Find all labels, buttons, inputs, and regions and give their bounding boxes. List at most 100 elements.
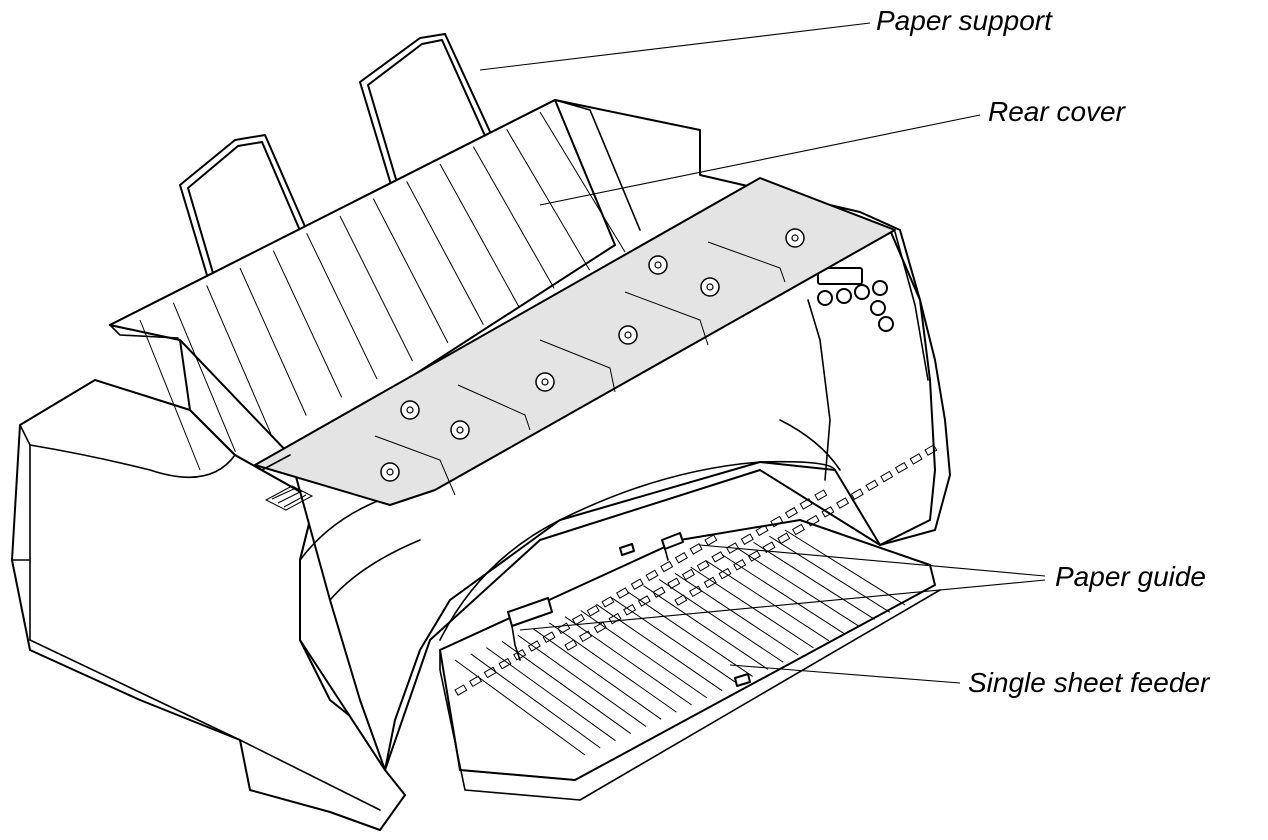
feeder-scale-mark: [660, 560, 674, 573]
feeder-rib: [454, 659, 586, 756]
feeder-scale-mark: [571, 613, 585, 626]
rear-cover-rib: [239, 267, 307, 416]
feeder-scale-mark: [469, 675, 483, 688]
feeder-rib: [486, 647, 616, 742]
feeder-rib: [753, 541, 875, 620]
feeder-rib: [784, 529, 906, 606]
rear-cover-rib: [539, 111, 626, 253]
cover-section-line: [374, 435, 456, 496]
leader-rear-cover: [539, 114, 981, 206]
feeder-rib: [706, 560, 830, 642]
leader-paper-guide-1: [699, 544, 1046, 577]
feeder-scale-mark: [880, 470, 894, 483]
feeder-scale-mark: [696, 559, 710, 572]
feeder-scale-mark: [711, 551, 725, 563]
label-paper-support: Paper support: [876, 5, 1053, 36]
cover-knob-center: [541, 378, 549, 386]
feeder-scale-mark: [777, 532, 791, 545]
control-panel: [817, 267, 894, 332]
panel-button-5: [870, 300, 886, 316]
feeder-scale-mark: [836, 497, 850, 509]
label-rear-cover: Rear cover: [988, 96, 1127, 127]
feeder-scale-mark: [593, 621, 607, 634]
feeder-scale-mark: [652, 586, 666, 598]
leader-paper-guide-2: [519, 579, 1046, 631]
rear-cover-rib: [339, 215, 413, 362]
cover-knob-center: [654, 261, 662, 269]
feeder-rib: [769, 535, 891, 613]
feeder-scale-mark: [909, 453, 923, 465]
feeder-scale-mark: [747, 550, 761, 562]
cover-knob-center: [386, 468, 394, 476]
cover-section-line: [707, 241, 786, 283]
cover-knob-center: [456, 426, 464, 434]
feeder-scale-mark: [821, 506, 835, 518]
feeder-scale-mark: [689, 543, 703, 555]
panel-button-3: [854, 284, 870, 300]
feeder-scale-mark: [674, 551, 688, 564]
rear-cover-rib: [506, 129, 591, 271]
feeder-scale-mark: [616, 587, 630, 599]
paper-guide-left: [507, 597, 553, 661]
feeder-rib: [627, 591, 753, 677]
rear-cover-rib: [272, 250, 343, 398]
feeder-scale-mark: [814, 489, 828, 501]
feeder-scale-mark: [674, 594, 688, 606]
feeder-scale-mark: [733, 559, 747, 571]
feeder-rib: [737, 548, 860, 627]
paper-guide-right: [619, 532, 684, 561]
feeder-scale-mark: [527, 640, 541, 652]
feeder-scale-mark: [806, 514, 820, 527]
feeder-scale-mark: [454, 684, 468, 696]
feeder-rib: [470, 653, 601, 749]
rear-cover-rib: [172, 302, 236, 453]
feeder-rib: [611, 597, 738, 684]
feeder-scale-mark: [740, 533, 754, 545]
feeder-scale-mark: [623, 604, 637, 616]
feeder-scale-mark: [755, 524, 769, 537]
feeder-scale-mark: [850, 488, 864, 500]
feeder-scale-mark: [564, 639, 578, 651]
feeder-scale-mark: [645, 569, 659, 582]
feeder-rib: [580, 610, 708, 699]
feeder-scale-mark: [762, 541, 776, 553]
display-window: [817, 267, 863, 285]
feeder-scale-mark: [865, 479, 879, 492]
feeder-scale-mark: [579, 630, 593, 643]
top-cover: [254, 177, 896, 506]
feeder-rib: [501, 641, 632, 734]
panel-button-1: [817, 290, 833, 306]
feeder-rib: [643, 585, 769, 670]
feeder-scale-mark: [689, 585, 703, 598]
feeder-rib: [517, 634, 647, 727]
feeder-scale-mark: [770, 515, 784, 528]
rear-cover-stand: [109, 99, 641, 471]
feeder-scale-mark: [799, 498, 813, 510]
leader-paper-support: [479, 22, 871, 71]
feeder-scale-mark: [483, 666, 497, 679]
feeder-scale-mark: [924, 444, 938, 456]
feeder-rib: [596, 603, 723, 692]
label-single-sheet-feeder: Single sheet feeder: [968, 667, 1211, 698]
cover-knob-center: [791, 234, 799, 242]
feeder-scale-mark: [586, 604, 600, 617]
feeder-scale-mark: [601, 596, 615, 608]
panel-button-4: [872, 280, 888, 296]
rear-cover-rib: [206, 285, 272, 434]
rear-cover-rib: [139, 319, 201, 471]
feeder-scale-mark: [718, 567, 732, 580]
feeder-scale-mark: [704, 534, 718, 546]
feeder-scale-mark: [498, 657, 512, 670]
leader-single-sheet: [729, 664, 961, 684]
feeder-scale-mark: [894, 461, 908, 474]
rear-cover-rib: [406, 181, 484, 325]
feeder-rib: [674, 572, 799, 656]
feeder-scale-mark: [726, 542, 740, 554]
single-sheet-feeder: [439, 444, 941, 801]
label-paper-guide: Paper guide: [1055, 561, 1206, 592]
rear-cover-rib: [472, 146, 555, 289]
rear-cover-rib: [439, 163, 520, 307]
feeder-scale-mark: [784, 506, 798, 519]
feeder-rib: [721, 554, 845, 634]
